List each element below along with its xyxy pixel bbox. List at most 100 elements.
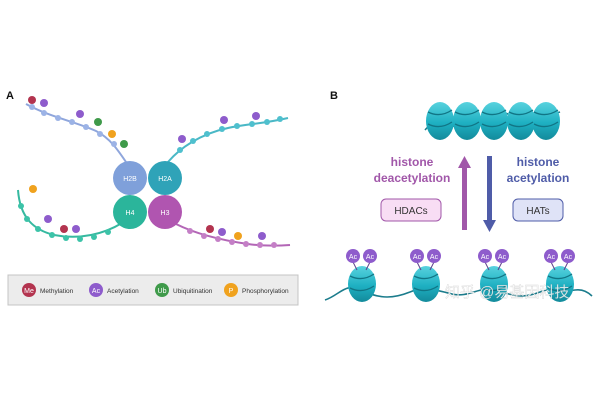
acetyl-label: Ac — [349, 254, 358, 261]
nucleosome — [348, 266, 376, 302]
deacetylation-title-line1: histone — [391, 155, 434, 169]
acetyl-stem — [365, 261, 371, 271]
acetylation-marker — [44, 215, 52, 223]
tail-bead — [277, 116, 283, 122]
legend-box — [7, 274, 299, 306]
arrow-down-icon — [483, 220, 496, 232]
tail-beads — [18, 104, 283, 248]
acetyl-badge — [363, 249, 377, 263]
methylation-marker — [28, 96, 36, 104]
tail-bead — [49, 232, 55, 238]
histone-h3-label: H3 — [161, 210, 170, 217]
methylation-icon — [22, 283, 36, 297]
legend-item-ubiquitination: Ub Ubiquitination — [155, 283, 213, 297]
acetyl-label: Ac — [564, 254, 573, 261]
tail-bead — [229, 239, 235, 245]
acetylation-marker — [40, 99, 48, 107]
hats-box-bg — [512, 198, 564, 222]
tail-bead — [83, 124, 89, 130]
tail-bead — [29, 104, 35, 110]
legend-label: Phosphorylation — [242, 288, 289, 295]
tail-bead — [243, 241, 249, 247]
acetyl-label: Ac — [366, 254, 375, 261]
acetyl-stem — [416, 261, 422, 271]
acetyl-stem — [563, 261, 569, 271]
legend-item-methylation: Me Methylation — [22, 283, 74, 297]
acetylation-marker — [72, 225, 80, 233]
phosphorylation-marker — [234, 232, 242, 240]
phosphorylation-icon — [224, 283, 238, 297]
tail-bead — [18, 203, 24, 209]
legend-label: Methylation — [40, 288, 74, 295]
panel-a-label: A — [6, 90, 14, 102]
ubiquitination-marker — [120, 140, 128, 148]
compact-chromatin — [424, 102, 561, 140]
acetylation-arrow — [483, 156, 496, 232]
tail-bead — [234, 123, 240, 129]
nucleosome — [426, 102, 454, 140]
acetyl-label: Ac — [547, 254, 556, 261]
tail-bead — [111, 141, 117, 147]
nucleosome — [453, 102, 481, 140]
acetyl-label: Ac — [498, 254, 507, 261]
hdacs-box: HDACs — [380, 198, 442, 222]
legend: Me Methylation Ac Acetylation Ub Ubiquit… — [7, 274, 299, 306]
legend-symbol: P — [229, 288, 234, 295]
histone-h2b — [113, 161, 147, 195]
hdacs-label: HDACs — [394, 206, 427, 217]
acetyl-stem — [352, 261, 358, 271]
tail-bead — [24, 216, 30, 222]
acetylation-marker — [218, 228, 226, 236]
legend-item-phosphorylation: P Phosphorylation — [224, 283, 289, 297]
arrow-up-icon — [458, 156, 471, 168]
acetyl-badge — [478, 249, 492, 263]
hats-label: HATs — [526, 206, 549, 217]
acetyl-label: Ac — [430, 254, 439, 261]
tail-bead — [97, 131, 103, 137]
histone-h2a-label: H2A — [158, 176, 172, 183]
tail-bead — [249, 121, 255, 127]
tail-bead — [35, 226, 41, 232]
tail-bead — [271, 242, 277, 248]
tail-bead — [264, 119, 270, 125]
histone-h4 — [113, 195, 147, 229]
hats-box: HATs — [512, 198, 564, 222]
dna-wrap — [349, 273, 573, 292]
h2a-tail — [167, 117, 289, 163]
acetylation-title-line1: histone — [517, 155, 560, 169]
methylation-marker — [60, 225, 68, 233]
ubiquitination-icon — [155, 283, 169, 297]
tail-bead — [105, 229, 111, 235]
tail-bead — [77, 236, 83, 242]
arrow-shaft — [487, 156, 492, 220]
tail-bead — [215, 236, 221, 242]
nucleosome — [507, 102, 535, 140]
tail-bead — [177, 147, 183, 153]
phosphorylation-marker — [108, 130, 116, 138]
acetylation-marker — [178, 135, 186, 143]
nucleosome — [546, 266, 574, 302]
acetylation-marker — [76, 110, 84, 118]
nucleosome — [480, 266, 508, 302]
acetyl-badge — [427, 249, 441, 263]
panel-b-label: B — [330, 90, 338, 102]
acetyl-badge — [495, 249, 509, 263]
legend-symbol: Ac — [92, 288, 101, 295]
tail-bead — [69, 119, 75, 125]
acetyl-badge — [561, 249, 575, 263]
arrow-shaft — [462, 168, 467, 230]
legend-label: Ubiquitination — [173, 288, 213, 295]
legend-symbol: Me — [24, 288, 34, 295]
acetylation-marker — [258, 232, 266, 240]
acetyl-stem — [550, 261, 556, 271]
nucleosome — [412, 266, 440, 302]
legend-label: Acetylation — [107, 288, 139, 295]
acetylation-marker — [220, 116, 228, 124]
methylation-marker — [206, 225, 214, 233]
legend-symbol: Ub — [158, 288, 167, 295]
hdacs-box-bg — [380, 198, 442, 222]
acetyl-stem — [497, 261, 503, 271]
acetyl-pair: Ac Ac — [346, 249, 377, 271]
tail-bead — [63, 235, 69, 241]
